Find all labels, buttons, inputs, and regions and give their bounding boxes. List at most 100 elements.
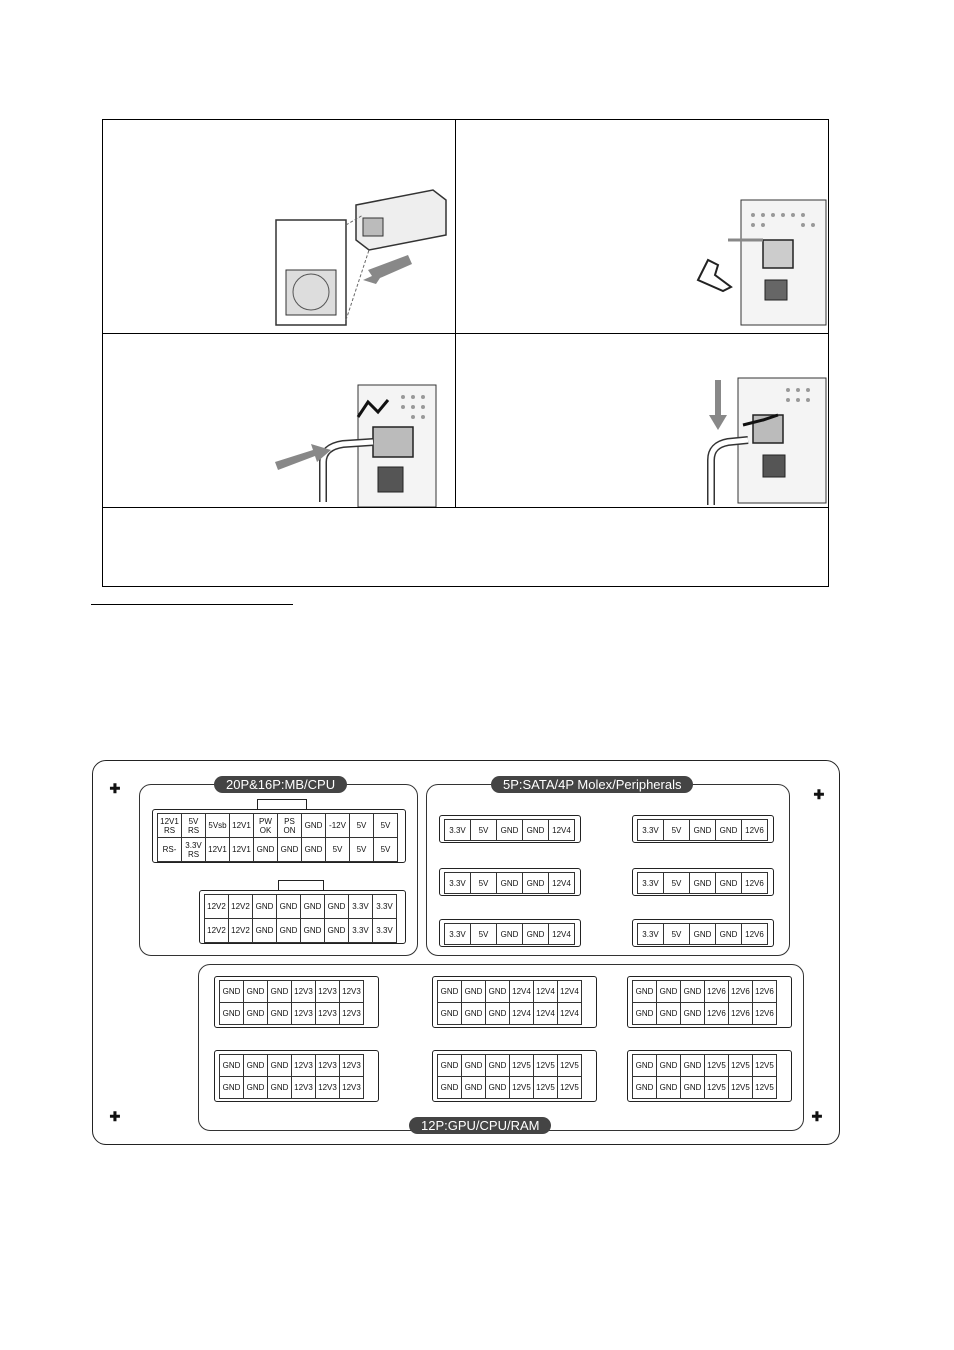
pin-label: GND <box>461 1002 486 1025</box>
pin-label: 3.3V <box>348 918 373 943</box>
pin-label: GND <box>219 980 244 1003</box>
pin-label: 3.3V <box>637 819 664 841</box>
pin-label: GND <box>715 872 742 894</box>
pin-label: 12V5 <box>728 1076 753 1099</box>
pin-label: 3.3V RS <box>181 837 206 862</box>
pin-label: 12V5 <box>509 1054 534 1077</box>
pin-label: GND <box>632 1002 657 1025</box>
pin-label: 3.3V <box>637 872 664 894</box>
pin-label: GND <box>219 1054 244 1077</box>
pin-label: 12V5 <box>704 1054 729 1077</box>
pin-label: GND <box>243 1054 268 1077</box>
pin-label: 12V4 <box>533 980 558 1003</box>
pin-label: 12V3 <box>339 980 364 1003</box>
pin-label: 3.3V <box>444 923 471 945</box>
pin-label: GND <box>522 819 549 841</box>
pin-label: 12V3 <box>291 1002 316 1025</box>
pin-label: GND <box>267 1054 292 1077</box>
pin-label: GND <box>485 1002 510 1025</box>
pin-label: GND <box>267 1002 292 1025</box>
pin-label: GND <box>632 980 657 1003</box>
row-divider <box>103 507 828 508</box>
pin-label: GND <box>485 1076 510 1099</box>
pin-label: GND <box>243 980 268 1003</box>
pin-label: 12V3 <box>339 1054 364 1077</box>
pin-label: GND <box>656 1054 681 1077</box>
pin-label: GND <box>496 923 523 945</box>
pin-label: GND <box>300 918 325 943</box>
pin-label: GND <box>689 923 716 945</box>
pin-label: 3.3V <box>372 918 397 943</box>
pin-label: 3.3V <box>444 819 471 841</box>
pin-label: GND <box>715 819 742 841</box>
pin-label: GND <box>680 980 705 1003</box>
pin-label: GND <box>437 1076 462 1099</box>
pin-label: GND <box>324 918 349 943</box>
pin-label: GND <box>324 894 349 919</box>
gpu-group-label: 12P:GPU/CPU/RAM <box>409 1117 552 1134</box>
pin-label: GND <box>301 813 326 838</box>
pin-label: GND <box>461 1054 486 1077</box>
pin-label: 12V5 <box>533 1076 558 1099</box>
pin-label: GND <box>689 872 716 894</box>
pin-label: 12V5 <box>704 1076 729 1099</box>
pin-label: GND <box>437 1002 462 1025</box>
mb-cpu-group-label: 20P&16P:MB/CPU <box>214 776 348 793</box>
pin-label: 12V3 <box>315 980 340 1003</box>
column-divider <box>455 120 456 507</box>
pin-label: GND <box>276 918 301 943</box>
pin-label: 5V <box>470 819 497 841</box>
pin-label: GND <box>267 980 292 1003</box>
pin-label: 12V5 <box>509 1076 534 1099</box>
pin-label: GND <box>632 1076 657 1099</box>
screw-icon: ✚ <box>109 781 121 796</box>
pin-label: GND <box>437 1054 462 1077</box>
pin-label: PS ON <box>277 813 302 838</box>
screw-icon: ✚ <box>813 787 825 802</box>
power-switch-off-illustration <box>693 195 828 330</box>
pin-label: GND <box>485 1054 510 1077</box>
pin-label: GND <box>496 819 523 841</box>
pin-label: 5V <box>663 923 690 945</box>
pin-label: 12V4 <box>509 980 534 1003</box>
pin-label: -12V <box>325 813 350 838</box>
pin-label: 3.3V <box>444 872 471 894</box>
pin-label: 3.3V <box>348 894 373 919</box>
pin-label: GND <box>485 980 510 1003</box>
pin-label: 12V5 <box>752 1076 777 1099</box>
pin-label: 3.3V <box>637 923 664 945</box>
pin-label: GND <box>277 837 302 862</box>
pin-label: GND <box>656 1002 681 1025</box>
pin-label: 12V5 <box>728 1054 753 1077</box>
pin-label: 5V RS <box>181 813 206 838</box>
pin-label: GND <box>252 918 277 943</box>
pin-label: 12V5 <box>533 1054 558 1077</box>
pin-label: 12V6 <box>704 1002 729 1025</box>
pin-label: 12V5 <box>557 1054 582 1077</box>
pin-label: 5V <box>373 837 398 862</box>
pin-label: GND <box>301 837 326 862</box>
connector-latch <box>278 880 324 892</box>
plug-power-cord-illustration <box>273 382 438 508</box>
pin-label: GND <box>522 923 549 945</box>
pin-label: 12V3 <box>291 980 316 1003</box>
pin-label: GND <box>276 894 301 919</box>
pin-label: GND <box>522 872 549 894</box>
pin-label: GND <box>300 894 325 919</box>
